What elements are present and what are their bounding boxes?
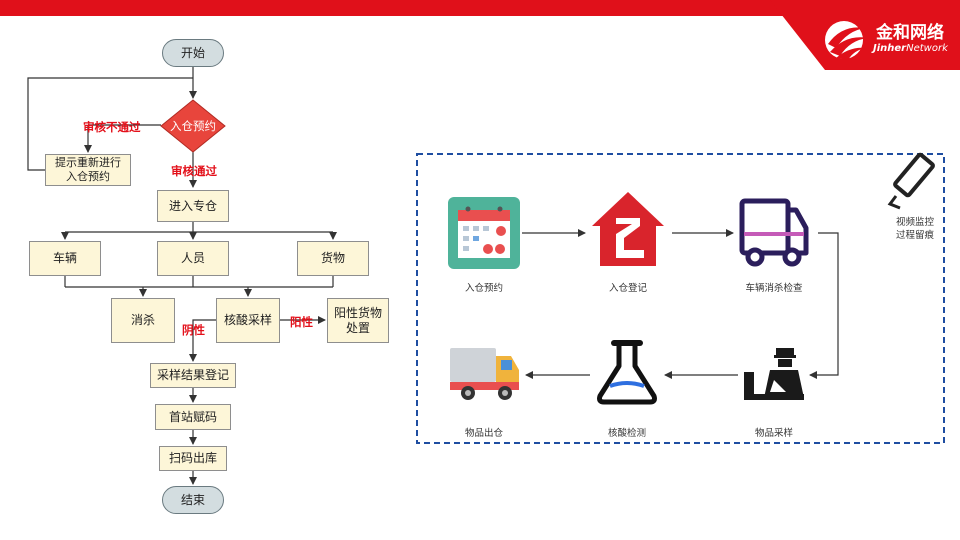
step-caption: 入仓登记: [608, 283, 647, 294]
step-caption: 物品采样: [754, 428, 793, 439]
step-caption: 车辆消杀检查: [745, 283, 803, 294]
calendar-icon: [448, 197, 520, 269]
record-box: 采样结果登记: [150, 363, 236, 388]
decision-label: 入仓预约: [170, 118, 216, 133]
process-frame: [416, 153, 945, 444]
start-node: 开始: [162, 39, 224, 67]
warehouse-register-icon: [592, 192, 664, 266]
surveillance-camera-icon: [887, 152, 935, 210]
vehicle-box: 车辆: [29, 241, 101, 276]
brand-banner: [770, 0, 960, 70]
sampling-box: 核酸采样: [216, 298, 280, 343]
officer-sampling-icon: [744, 348, 804, 400]
delivery-truck-icon: [450, 348, 519, 400]
goods-box: 货物: [297, 241, 369, 276]
brand-name-en-bold: Jinher: [873, 43, 907, 54]
end-node: 结束: [162, 486, 224, 514]
personnel-box: 人员: [157, 241, 229, 276]
code-box: 首站赋码: [155, 404, 231, 430]
reject-label: 审核不通过: [83, 120, 141, 134]
brand-name-cn: 金和网络: [876, 23, 944, 43]
brand-logo-icon: [825, 21, 868, 60]
step-caption: 核酸检测: [607, 428, 646, 439]
resubmit-box: 提示重新进行 入仓预约: [45, 154, 131, 186]
positive-label: 阳性: [290, 315, 313, 329]
disinfect-box: 消杀: [111, 298, 175, 343]
brand-name-en-light: Network: [906, 43, 948, 54]
flask-test-icon: [597, 340, 657, 405]
enter-warehouse-box: 进入专仓: [157, 190, 229, 222]
scan-out-box: 扫码出库: [159, 446, 227, 471]
truck-disinfect-icon: [739, 198, 809, 267]
step-caption: 物品出仓: [464, 428, 503, 439]
brand-name-en: JinherNetwork: [873, 43, 948, 54]
approve-label: 审核通过: [171, 164, 217, 178]
monitor-caption: 视频监控 过程留痕: [895, 217, 934, 241]
decision-diamond: [160, 99, 226, 153]
header-bar: [0, 0, 960, 16]
positive-handling-box: 阳性货物 处置: [327, 298, 389, 343]
step-caption: 入仓预约: [464, 283, 503, 294]
negative-label: 阴性: [182, 323, 205, 337]
